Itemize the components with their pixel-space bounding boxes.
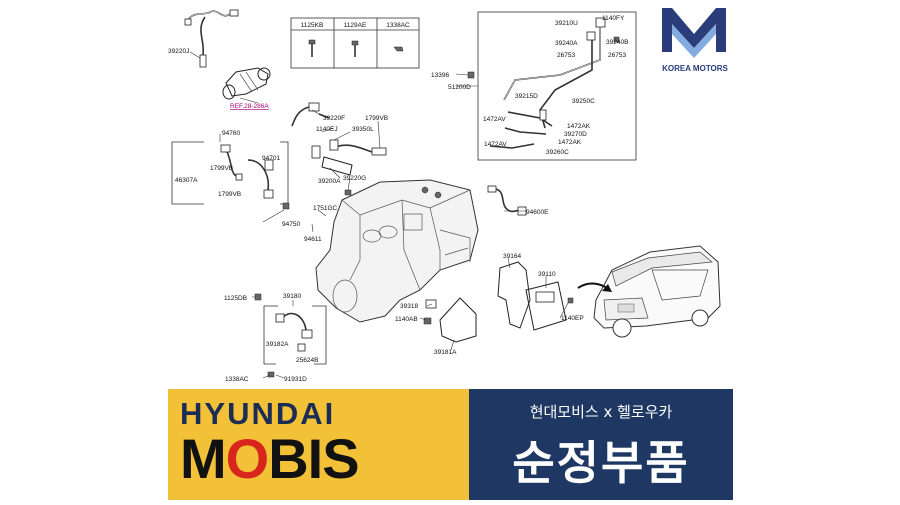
label-1472av-b: 1472AV bbox=[484, 141, 507, 148]
label-39240b: 39240B bbox=[606, 39, 628, 46]
label-1799vb-top: 1799VB bbox=[365, 115, 388, 122]
ecu-module bbox=[525, 281, 574, 331]
label-1140ej: 1140EJ bbox=[316, 126, 338, 133]
label-26753-a: 26753 bbox=[557, 52, 575, 59]
label-46307a: 46307A bbox=[175, 177, 198, 184]
label-91931d: 91931D bbox=[284, 376, 307, 383]
sensor-wire-94600e bbox=[487, 185, 527, 216]
label-25624b: 25624B bbox=[296, 357, 318, 364]
hyundai-logo-text: HYUNDAI bbox=[180, 396, 336, 431]
brand-banner-right bbox=[469, 389, 733, 500]
bolt-icon bbox=[351, 40, 359, 57]
table-header-1125kb: 1125KB bbox=[301, 22, 324, 29]
brand-banner-left bbox=[168, 389, 469, 500]
label-1140fy: 1140FY bbox=[602, 15, 625, 22]
label-26753-b: 26753 bbox=[608, 52, 626, 59]
leader-lines bbox=[189, 51, 569, 379]
ref-link-28-286a[interactable]: REF.28-286A bbox=[230, 103, 269, 110]
label-1140ep: 1140EP bbox=[561, 315, 584, 322]
label-39220f: 39220F bbox=[323, 115, 345, 122]
engine-assembly bbox=[315, 179, 479, 323]
catalytic-converter bbox=[222, 67, 271, 100]
label-94701: 94701 bbox=[262, 155, 280, 162]
crank-sensor-group bbox=[254, 293, 327, 378]
label-13396: 13396 bbox=[431, 72, 449, 79]
camshaft-sensor bbox=[423, 299, 437, 325]
label-1472ak-b: 1472AK bbox=[558, 139, 582, 146]
label-39220j: 39220J bbox=[168, 48, 189, 55]
label-39215d: 39215D bbox=[515, 93, 538, 100]
label-1799vb-left-b: 1799VB bbox=[218, 191, 241, 198]
location-arrow-icon bbox=[577, 282, 612, 292]
label-51200d: 51200D bbox=[448, 84, 471, 91]
label-1472ak-a: 1472AK bbox=[567, 123, 591, 130]
label-1751gc: 1751GC bbox=[313, 205, 338, 212]
korea-motors-logo bbox=[662, 8, 726, 58]
ecu-cover bbox=[439, 297, 477, 343]
label-39182a: 39182A bbox=[266, 341, 289, 348]
label-1125db: 1125DB bbox=[224, 295, 247, 302]
label-39181a: 39181A bbox=[434, 349, 457, 356]
korea-motors-wordmark: KOREA MOTORS bbox=[662, 64, 728, 73]
label-39250c: 39250C bbox=[572, 98, 595, 105]
genuine-parts-title: 순정부품 bbox=[512, 436, 690, 490]
label-39200a: 39200A bbox=[318, 178, 341, 185]
table-header-1129ae: 1129AE bbox=[344, 22, 367, 29]
label-1472av-a: 1472AV bbox=[483, 116, 506, 123]
label-94600e: 94600E bbox=[526, 209, 549, 216]
collab-caption: 현대모비스 x 헬로우카 bbox=[529, 403, 673, 421]
mobis-logo-text: MOBIS bbox=[180, 427, 360, 490]
table-header-1338ac: 1338AC bbox=[386, 22, 410, 29]
label-1799vb-left-a: 1799VB bbox=[210, 165, 233, 172]
part-labels: 39220J REF.28-286A 39220F 1140EJ 1799VB … bbox=[168, 15, 628, 383]
hardware-table: 1125KB 1129AE 1338AC bbox=[290, 17, 420, 69]
nut-icon bbox=[393, 46, 404, 52]
label-94611: 94611 bbox=[304, 236, 322, 243]
label-39260c: 39260C bbox=[546, 149, 569, 156]
vacuum-line-group bbox=[467, 11, 637, 161]
label-94750: 94750 bbox=[282, 221, 300, 228]
label-39110: 39110 bbox=[538, 271, 556, 278]
ecu-bracket bbox=[497, 261, 531, 329]
label-39210u: 39210U bbox=[555, 20, 578, 27]
label-39220g: 39220G bbox=[343, 175, 366, 182]
knock-sensor-wire bbox=[311, 139, 387, 196]
oxygen-sensor-front bbox=[184, 9, 239, 68]
label-1338ac: 1338AC bbox=[225, 376, 249, 383]
label-39164: 39164 bbox=[503, 253, 521, 260]
label-39240a: 39240A bbox=[555, 40, 578, 47]
label-1140ab: 1140AB bbox=[395, 316, 418, 323]
harness-group-94760 bbox=[171, 134, 290, 210]
label-94760: 94760 bbox=[222, 130, 240, 137]
label-39350l: 39350L bbox=[352, 126, 374, 133]
label-39318: 39318 bbox=[400, 303, 418, 310]
label-39270d: 39270D bbox=[564, 131, 587, 138]
vehicle-van-illustration bbox=[593, 245, 721, 338]
bolt-icon bbox=[308, 39, 316, 57]
label-39180: 39180 bbox=[283, 293, 301, 300]
